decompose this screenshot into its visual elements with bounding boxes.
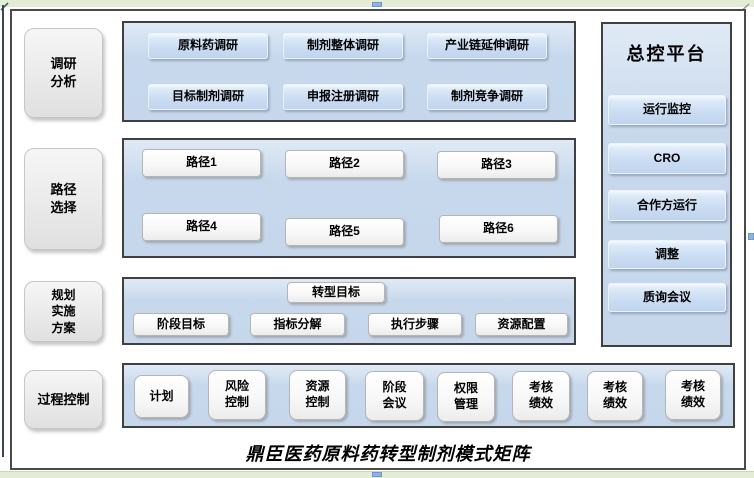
diagram-caption: 鼎臣医药原料药转型制剂模式矩阵 xyxy=(245,444,531,464)
resize-handle-bottom-middle[interactable] xyxy=(372,472,382,477)
path-box-6: 路径6 xyxy=(439,215,558,243)
resize-handle-top-middle[interactable] xyxy=(372,2,382,7)
control-panel-title: 总控平台 xyxy=(626,44,707,64)
control-box-cro: CRO xyxy=(608,143,726,174)
survey-box-registration: 申报注册调研 xyxy=(283,84,403,110)
survey-box-industry-chain: 产业链延伸调研 xyxy=(427,33,547,59)
plan-box-resource-allocation: 资源配置 xyxy=(475,313,568,336)
process-box-risk-control: 风险 控制 xyxy=(208,370,266,420)
process-box-performance-review-2: 考核 绩效 xyxy=(587,371,643,421)
stage-box-research-analysis: 调研 分析 xyxy=(24,28,103,118)
path-box-4: 路径4 xyxy=(142,213,261,241)
stage-box-planning-implementation: 规划 实施 方案 xyxy=(24,281,103,342)
survey-box-competition: 制剂竞争调研 xyxy=(427,84,547,110)
control-box-adjustment: 调整 xyxy=(608,240,726,269)
control-box-inquiry-meeting: 质询会议 xyxy=(608,283,726,312)
stage-label: 调研 分析 xyxy=(50,56,77,89)
survey-box-formulation-overall: 制剂整体调研 xyxy=(283,33,403,59)
control-box-operation-monitoring: 运行监控 xyxy=(608,95,726,125)
plan-box-stage-goal: 阶段目标 xyxy=(133,313,229,336)
plan-box-execution-steps: 执行步骤 xyxy=(368,313,462,336)
process-box-plan: 计划 xyxy=(134,375,189,418)
stage-box-path-selection: 路径 选择 xyxy=(24,148,103,250)
path-box-1: 路径1 xyxy=(142,149,261,177)
stage-box-process-control: 过程控制 xyxy=(24,370,103,429)
stage-label: 规划 实施 方案 xyxy=(51,288,76,335)
path-box-3: 路径3 xyxy=(437,151,556,179)
process-box-performance-review-3: 考核 绩效 xyxy=(665,370,721,420)
process-box-stage-meeting: 阶段 会议 xyxy=(365,371,424,421)
resize-handle-right-middle[interactable] xyxy=(748,233,754,240)
survey-box-api: 原料药调研 xyxy=(148,33,268,59)
survey-box-target-formulation: 目标制剂调研 xyxy=(148,84,268,110)
stage-label: 路径 选择 xyxy=(50,182,77,215)
path-box-2: 路径2 xyxy=(285,150,404,178)
table-cell-border-left xyxy=(2,5,4,457)
process-box-performance-review-1: 考核 绩效 xyxy=(512,371,570,421)
control-box-partner-operation: 合作方运行 xyxy=(608,190,726,221)
plan-box-kpi-breakdown: 指标分解 xyxy=(250,313,345,336)
process-box-resource-control: 资源 控制 xyxy=(289,370,346,420)
stage-label: 过程控制 xyxy=(37,391,90,407)
plan-box-transformation-goal: 转型目标 xyxy=(287,282,385,303)
process-box-permission-management: 权限 管理 xyxy=(437,372,495,422)
path-box-5: 路径5 xyxy=(285,218,404,246)
